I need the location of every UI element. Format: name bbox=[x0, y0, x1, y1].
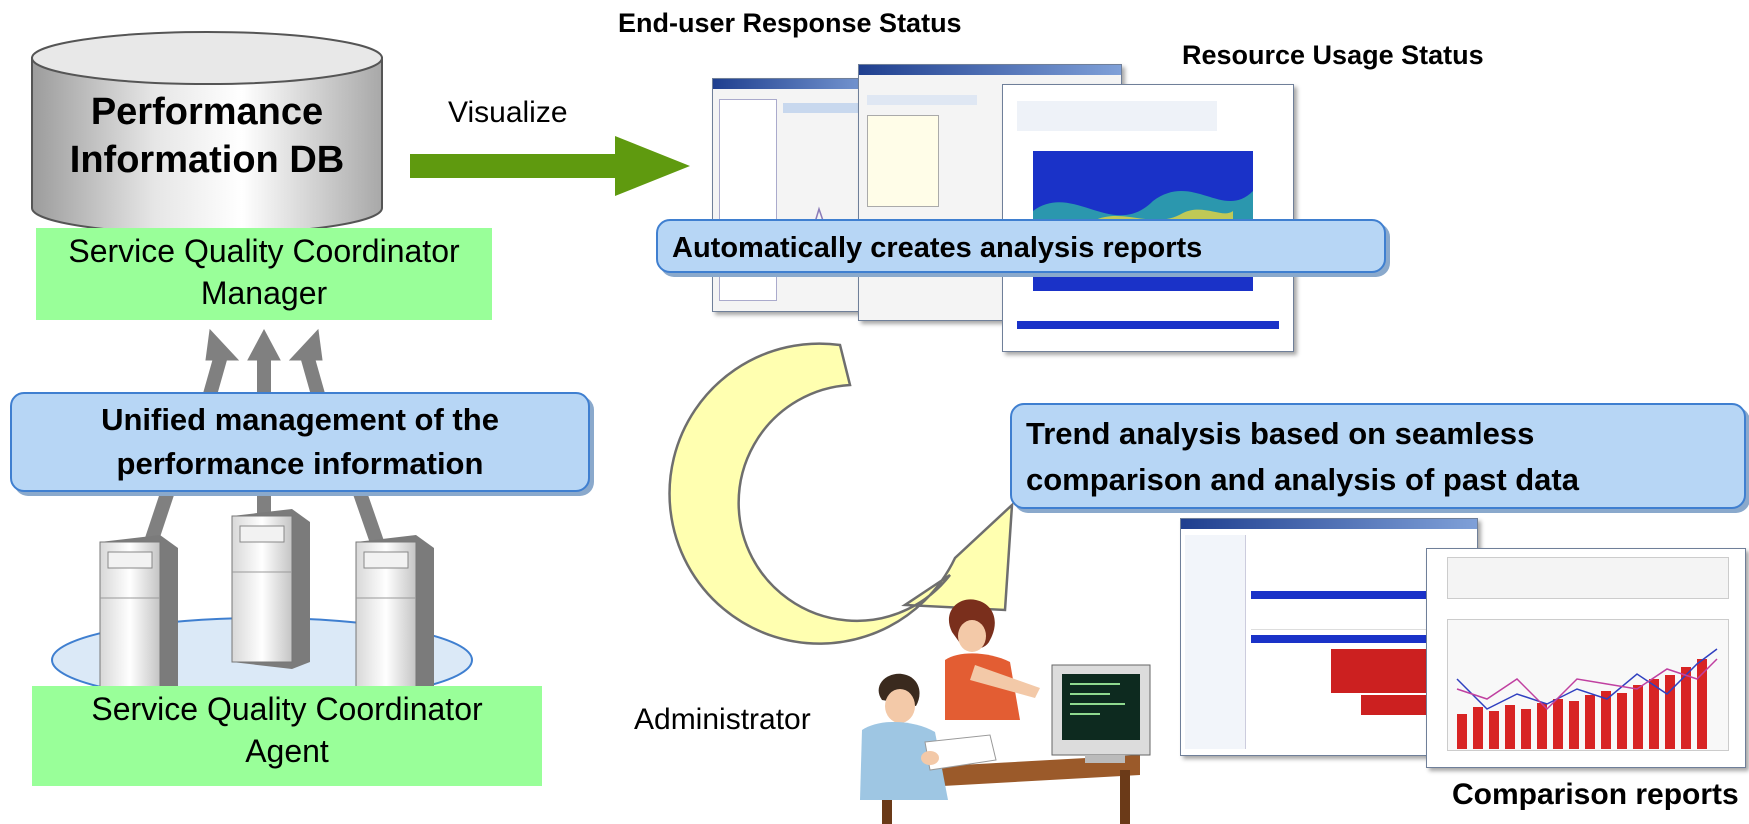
comparison-report-screenshot bbox=[1426, 548, 1746, 768]
manager-label-line1: Service Quality Coordinator bbox=[68, 233, 460, 269]
server-icon bbox=[355, 535, 434, 695]
agent-label-line2: Agent bbox=[245, 733, 329, 769]
database-label: Performance Information DB bbox=[40, 88, 374, 184]
resource-usage-title: Resource Usage Status bbox=[1182, 40, 1484, 70]
auto-reports-callout: Automatically creates analysis reports bbox=[656, 219, 1386, 273]
trend-analysis-callout: Trend analysis based on seamless compari… bbox=[1010, 403, 1746, 509]
unified-management-callout: Unified management of the performance in… bbox=[10, 392, 590, 492]
trend-line1: Trend analysis based on seamless bbox=[1026, 416, 1535, 451]
database-label-line2: Information DB bbox=[69, 139, 345, 181]
server-icon bbox=[99, 535, 178, 695]
manager-label-line2: Manager bbox=[200, 275, 328, 311]
visualize-arrow bbox=[410, 136, 690, 196]
trend-line2: comparison and analysis of past data bbox=[1026, 462, 1579, 497]
database-label-line1: Performance bbox=[90, 91, 324, 133]
comparison-title: Comparison reports bbox=[1452, 778, 1739, 811]
end-user-report-screenshot-back bbox=[712, 78, 884, 312]
cycle-arrow bbox=[668, 342, 1014, 645]
database-cylinder bbox=[31, 31, 383, 235]
end-user-title: End-user Response Status bbox=[618, 8, 962, 38]
administrator-illustration bbox=[860, 599, 1151, 824]
manager-box: Service Quality Coordinator Manager bbox=[36, 228, 492, 320]
unified-line1: Unified management of the bbox=[101, 402, 499, 437]
server-icon bbox=[231, 509, 310, 669]
agent-box: Service Quality Coordinator Agent bbox=[32, 686, 542, 786]
agent-label-line1: Service Quality Coordinator bbox=[91, 691, 483, 727]
unified-line2: performance information bbox=[116, 446, 484, 481]
administrator-label: Administrator bbox=[634, 703, 811, 736]
resource-usage-screenshot bbox=[1002, 84, 1294, 352]
visualize-label: Visualize bbox=[448, 96, 568, 129]
